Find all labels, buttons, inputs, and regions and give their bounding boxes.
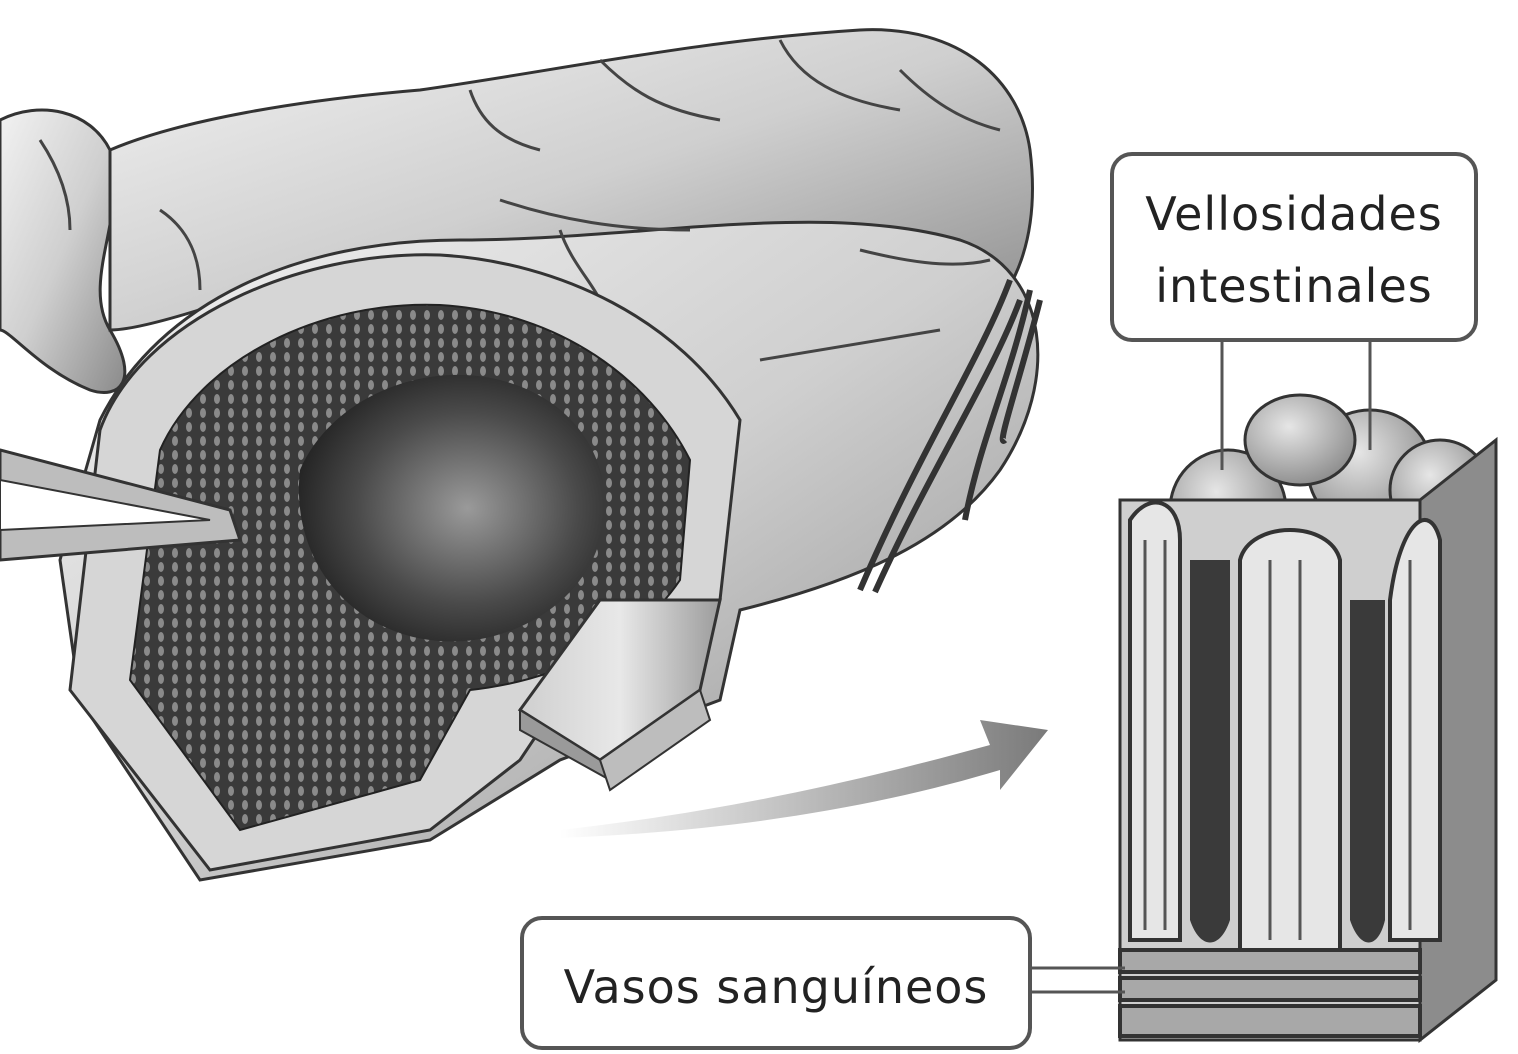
villi-label: Vellosidades intestinales	[1110, 152, 1478, 342]
villi-label-line2: intestinales	[1114, 250, 1474, 322]
villi-block	[1120, 395, 1496, 1040]
vessels-label: Vasos sanguíneos	[520, 916, 1032, 1050]
villi-label-line1: Vellosidades	[1114, 178, 1474, 250]
